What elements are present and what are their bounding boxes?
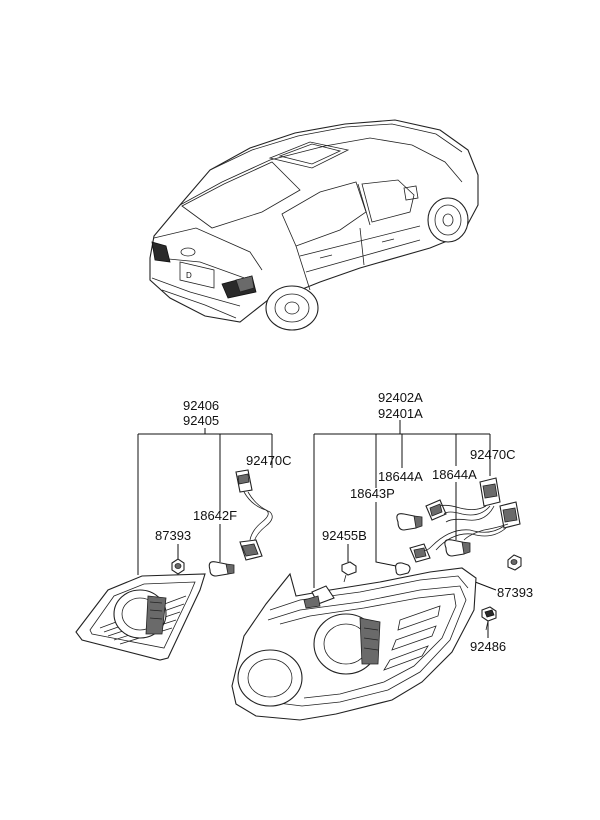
label-92455b: 92455B xyxy=(322,528,367,543)
nut-icon xyxy=(171,558,185,575)
wiring-harness-icon xyxy=(235,469,273,561)
bulb-socket-icon xyxy=(425,499,447,521)
bulb-icon xyxy=(395,562,411,576)
svg-text:D: D xyxy=(186,271,192,280)
label-92470c-left: 92470C xyxy=(246,453,292,468)
label-18644a-upper: 18644A xyxy=(378,469,423,484)
label-92405: 92405 xyxy=(183,413,219,428)
sedan-rear-view-icon: D xyxy=(149,119,479,331)
label-18642f: 18642F xyxy=(193,508,237,523)
label-18644a-lower: 18644A xyxy=(432,467,477,482)
label-18643p: 18643P xyxy=(350,486,395,501)
bulb-icon xyxy=(208,561,235,577)
outer-tail-lamp-icon xyxy=(231,567,477,721)
bulb-icon xyxy=(444,539,471,557)
label-92402a: 92402A xyxy=(378,390,423,405)
bulb-icon xyxy=(396,513,423,531)
inner-lamp-group: 92406 92405 92470C 18642F 87393 xyxy=(75,398,292,661)
label-92401a: 92401A xyxy=(378,406,423,421)
bulb-socket-icon xyxy=(409,543,431,563)
screw-icon xyxy=(341,561,357,583)
label-87393-left: 87393 xyxy=(155,528,191,543)
screw-icon xyxy=(481,606,497,631)
label-92486: 92486 xyxy=(470,639,506,654)
label-87393-right: 87393 xyxy=(497,585,533,600)
wiring-harness-icon xyxy=(423,477,521,551)
outer-lamp-group: 92402A 92401A 92470C 18644A 18644A 18643… xyxy=(231,390,533,721)
label-92470c-right: 92470C xyxy=(470,447,516,462)
inner-tail-lamp-icon xyxy=(75,573,206,661)
label-92406: 92406 xyxy=(183,398,219,413)
nut-icon xyxy=(507,554,522,571)
